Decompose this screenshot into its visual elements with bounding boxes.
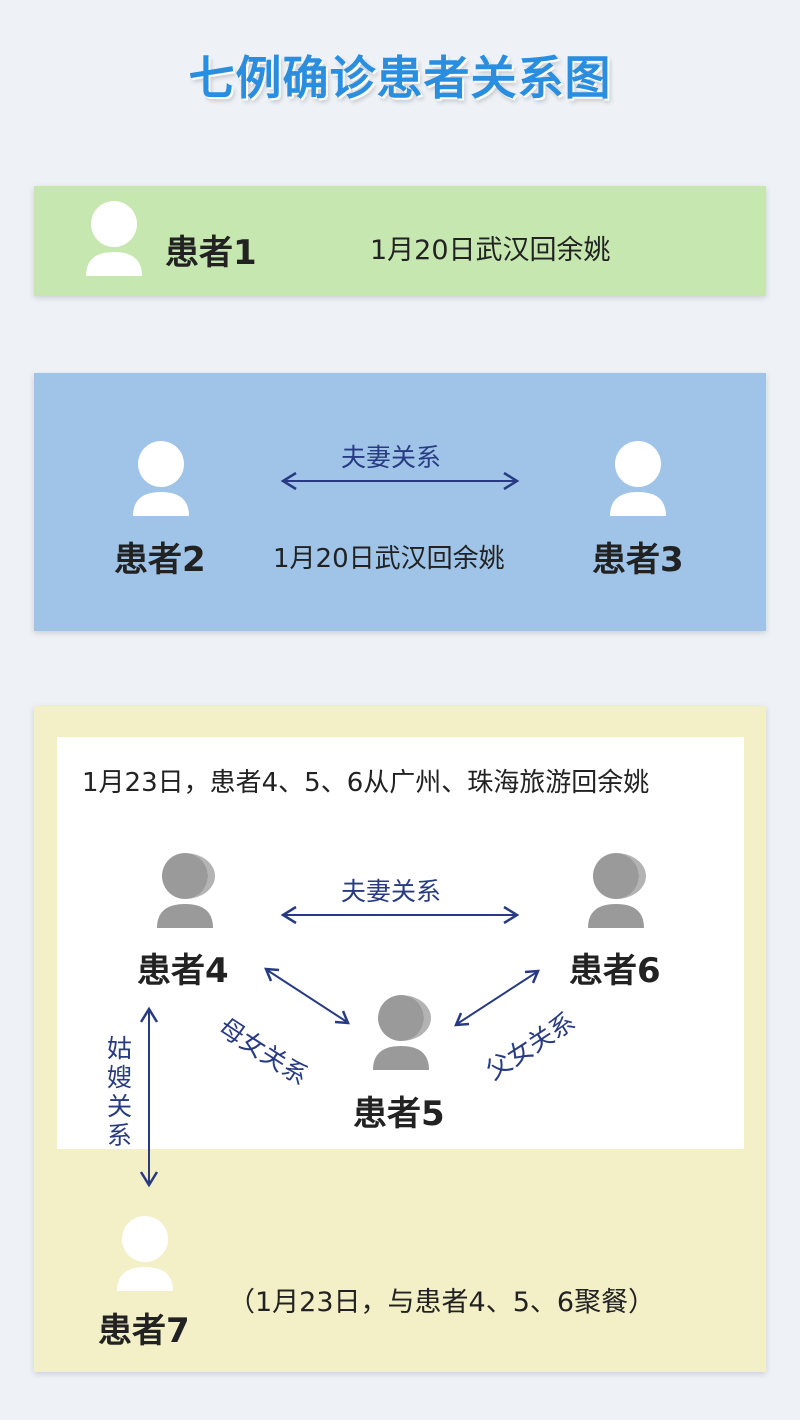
group-1-panel <box>34 186 766 296</box>
double-arrow-4-6 <box>280 905 520 925</box>
person-icon-patient-2 <box>133 441 189 516</box>
person-icon-patient-3 <box>610 441 666 516</box>
relation-label-2-3: 夫妻关系 <box>341 443 442 472</box>
person-icon-patient-1 <box>86 201 142 276</box>
relation-label-4-7: 姑嫂关系 <box>107 1034 133 1150</box>
patient-7-note: （1月23日，与患者4、5、6聚餐） <box>228 1287 656 1318</box>
patient-6-label: 患者6 <box>569 951 661 991</box>
patient-2-label: 患者2 <box>114 540 206 580</box>
person-icon-patient-7 <box>117 1216 173 1291</box>
patient-7-label: 患者7 <box>98 1311 190 1351</box>
group-3-inner-box <box>57 737 744 1149</box>
double-arrow-4-7 <box>139 1006 159 1188</box>
person-icon-patient-5 <box>373 995 431 1070</box>
double-arrow-2-3 <box>280 471 520 491</box>
patient-4-label: 患者4 <box>137 951 229 991</box>
patient-1-label: 患者1 <box>165 233 257 273</box>
double-arrow-6-5 <box>454 969 540 1027</box>
person-icon-patient-6 <box>588 853 646 928</box>
double-arrow-4-5 <box>264 967 350 1025</box>
patient-1-note: 1月20日武汉回余姚 <box>370 235 611 266</box>
group-3-header: 1月23日，患者4、5、6从广州、珠海旅游回余姚 <box>82 768 650 798</box>
relation-label-4-6: 夫妻关系 <box>341 877 442 906</box>
patient-3-label: 患者3 <box>592 540 684 580</box>
page-title: 七例确诊患者关系图 <box>188 51 612 105</box>
patient-5-label: 患者5 <box>353 1094 445 1134</box>
group-2-note: 1月20日武汉回余姚 <box>273 544 505 574</box>
person-icon-patient-4 <box>157 853 215 928</box>
